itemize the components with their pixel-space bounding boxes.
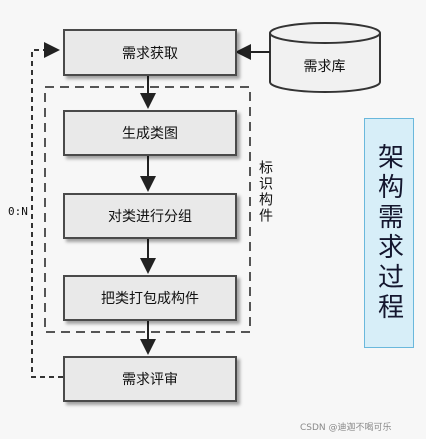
node-requirement-review: 需求评审 (63, 356, 237, 402)
database-label: 需求库 (303, 59, 346, 75)
node-label: 需求获取 (122, 45, 178, 62)
side-title-box: 架构需求过程 (364, 118, 414, 348)
database-cylinder (269, 22, 381, 93)
node-generate-class-diagram: 生成类图 (63, 110, 237, 156)
group-label: 标识构件 (257, 160, 273, 224)
node-requirement-acquisition: 需求获取 (63, 29, 237, 76)
node-package-classes: 把类打包成构件 (63, 275, 237, 321)
node-group-classes: 对类进行分组 (63, 193, 237, 239)
node-label: 生成类图 (122, 126, 178, 142)
watermark: CSDN @迪迦不喝可乐 (300, 423, 392, 433)
feedback-label: 0:N (8, 205, 28, 218)
side-title: 架构需求过程 (373, 143, 404, 323)
feedback-loop (31, 42, 63, 378)
node-label: 把类打包成构件 (101, 291, 199, 307)
node-label: 需求评审 (122, 372, 178, 388)
node-label: 对类进行分组 (108, 209, 192, 225)
